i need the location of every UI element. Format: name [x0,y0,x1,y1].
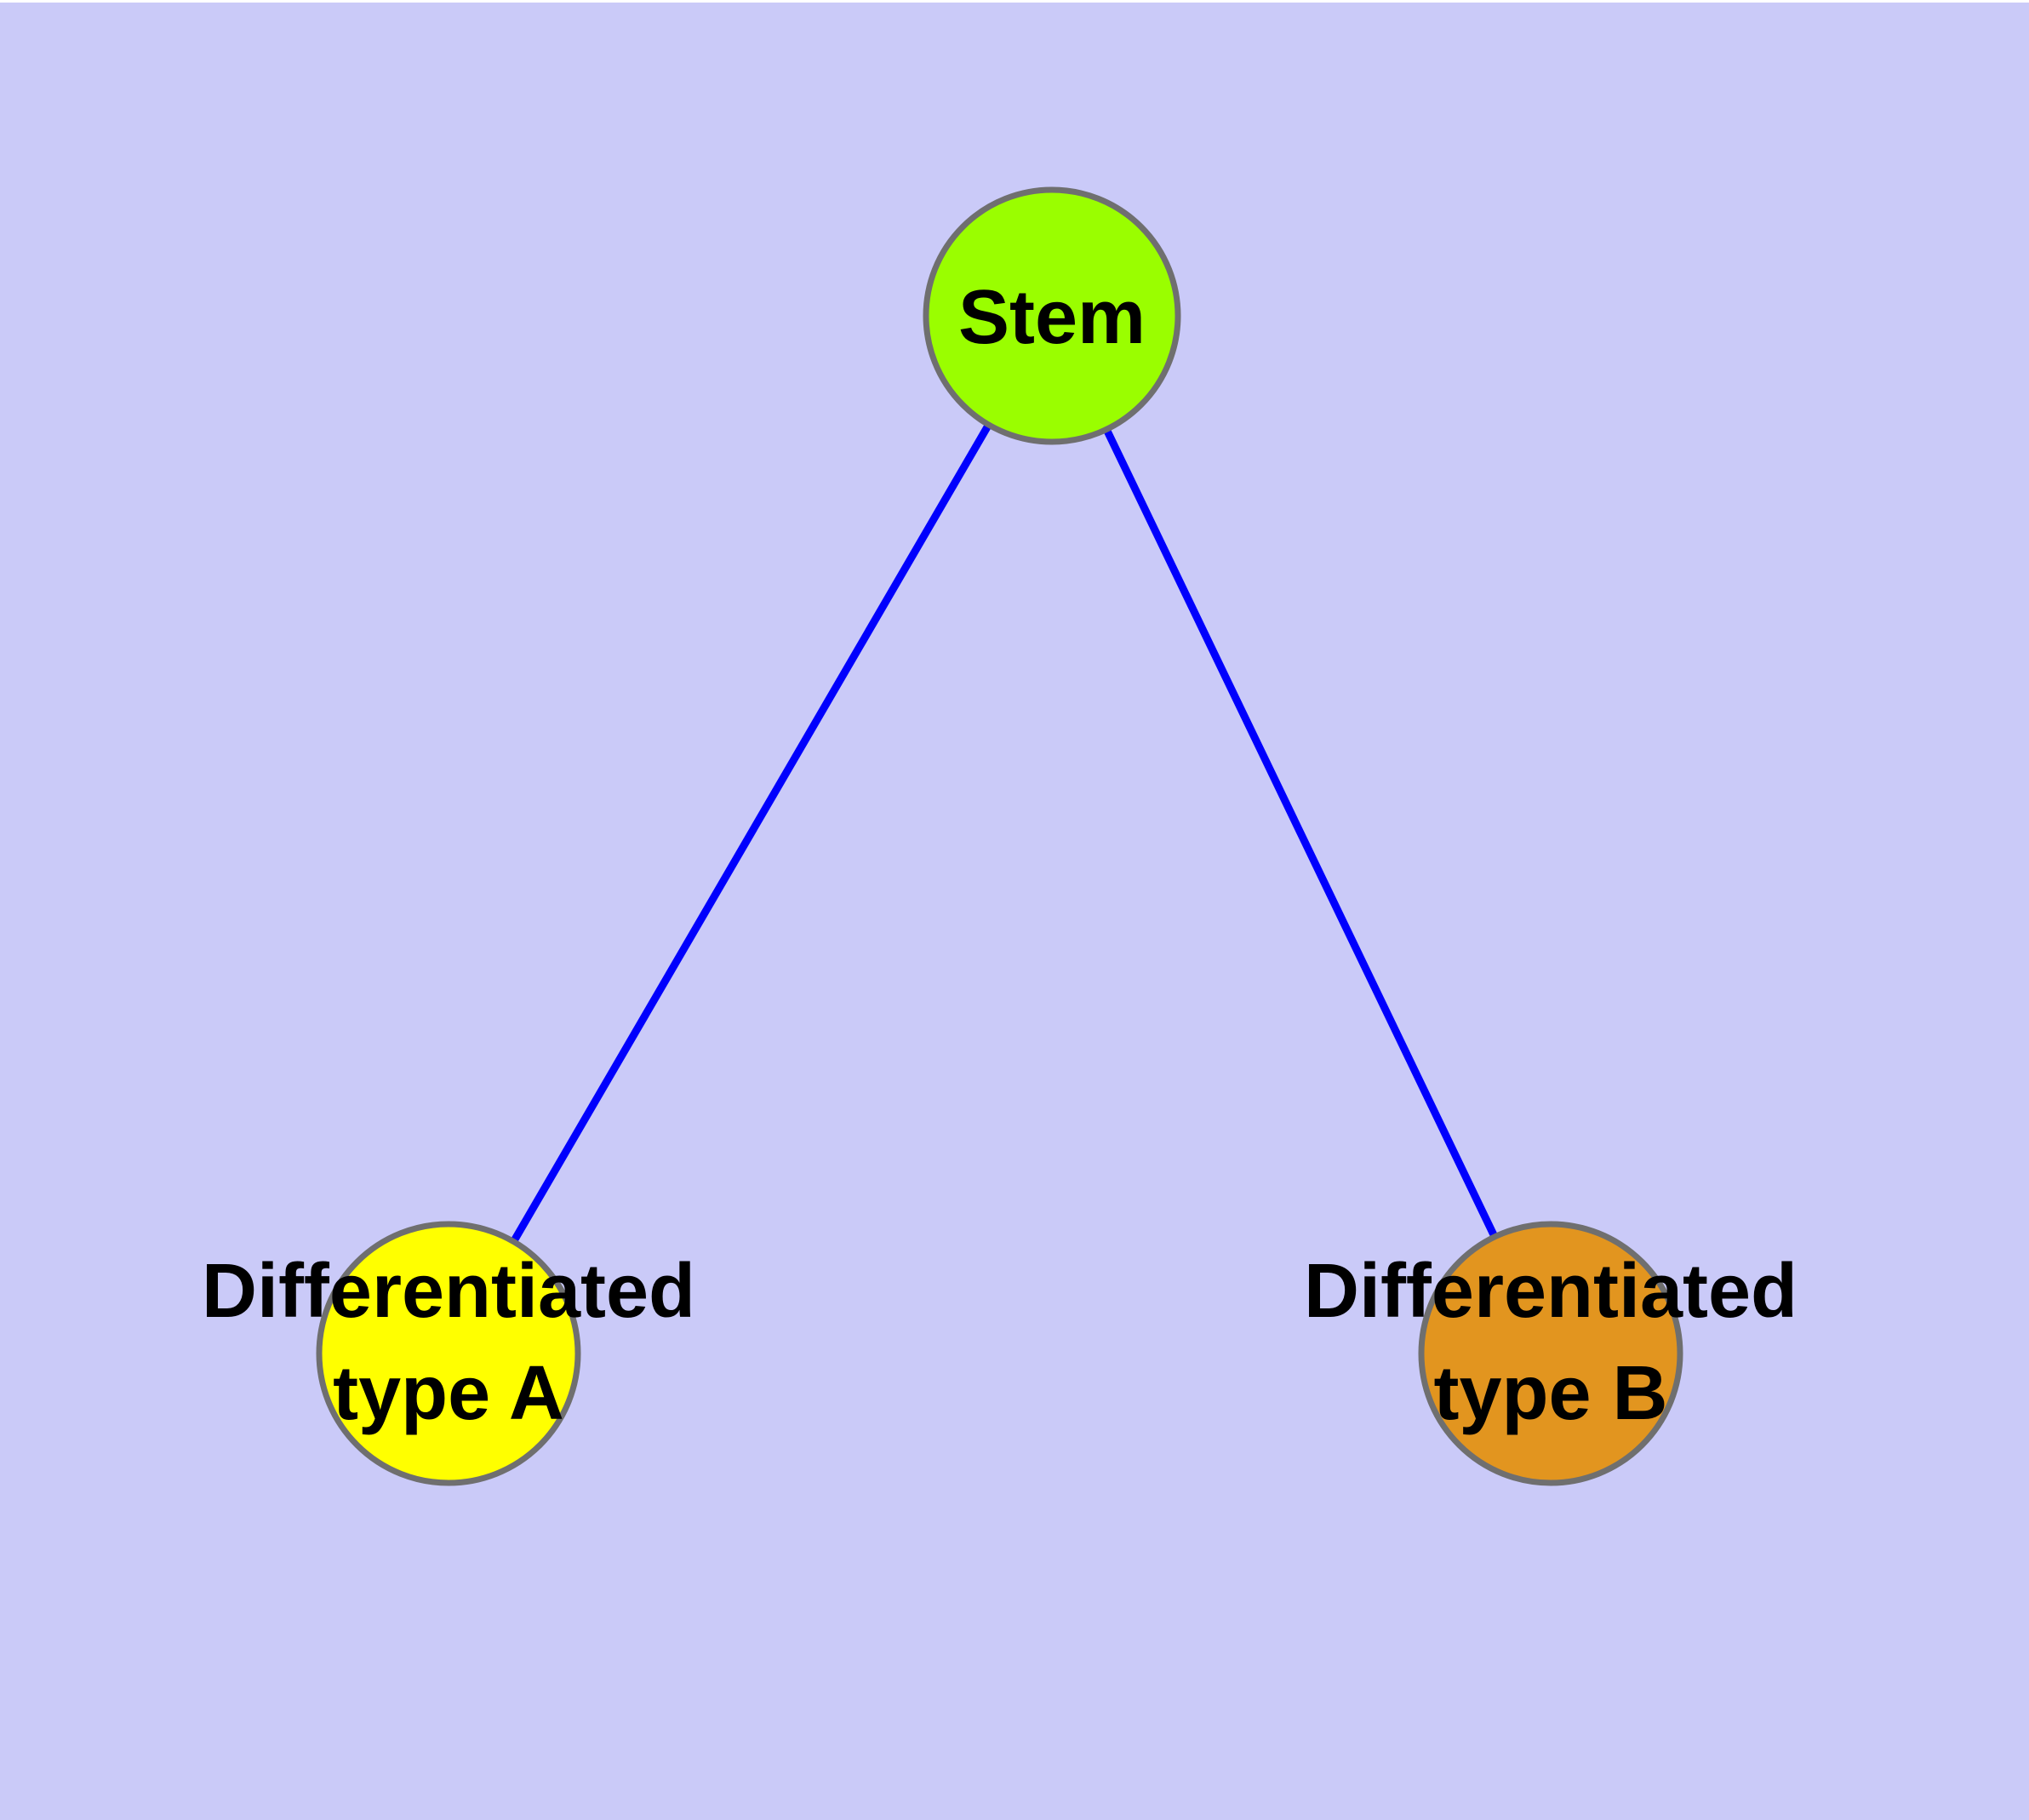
node-typeB-circle [1418,1221,1683,1486]
node-stem-circle [923,186,1181,445]
node-typeA-label: Differentiated type A [202,1249,695,1436]
edge-stem-typeA [445,313,1055,1356]
nodes-layer [316,186,1683,1486]
node-typeB-label-line-1: Differentiated [1304,1249,1798,1334]
node-typeA-label-line-1: Differentiated [202,1249,695,1334]
node-typeA-label-line-2: type A [333,1351,564,1436]
edges-layer [445,313,1555,1356]
top-edge-strip [0,0,2029,3]
node-stem-label-line-1: Stem [958,275,1146,360]
node-typeB-label: Differentiated type B [1304,1249,1798,1436]
node-stem-label: Stem [958,275,1146,360]
node-typeA-circle [316,1221,581,1486]
edge-stem-typeB [1048,314,1555,1355]
node-typeB-label-line-2: type B [1433,1351,1667,1436]
